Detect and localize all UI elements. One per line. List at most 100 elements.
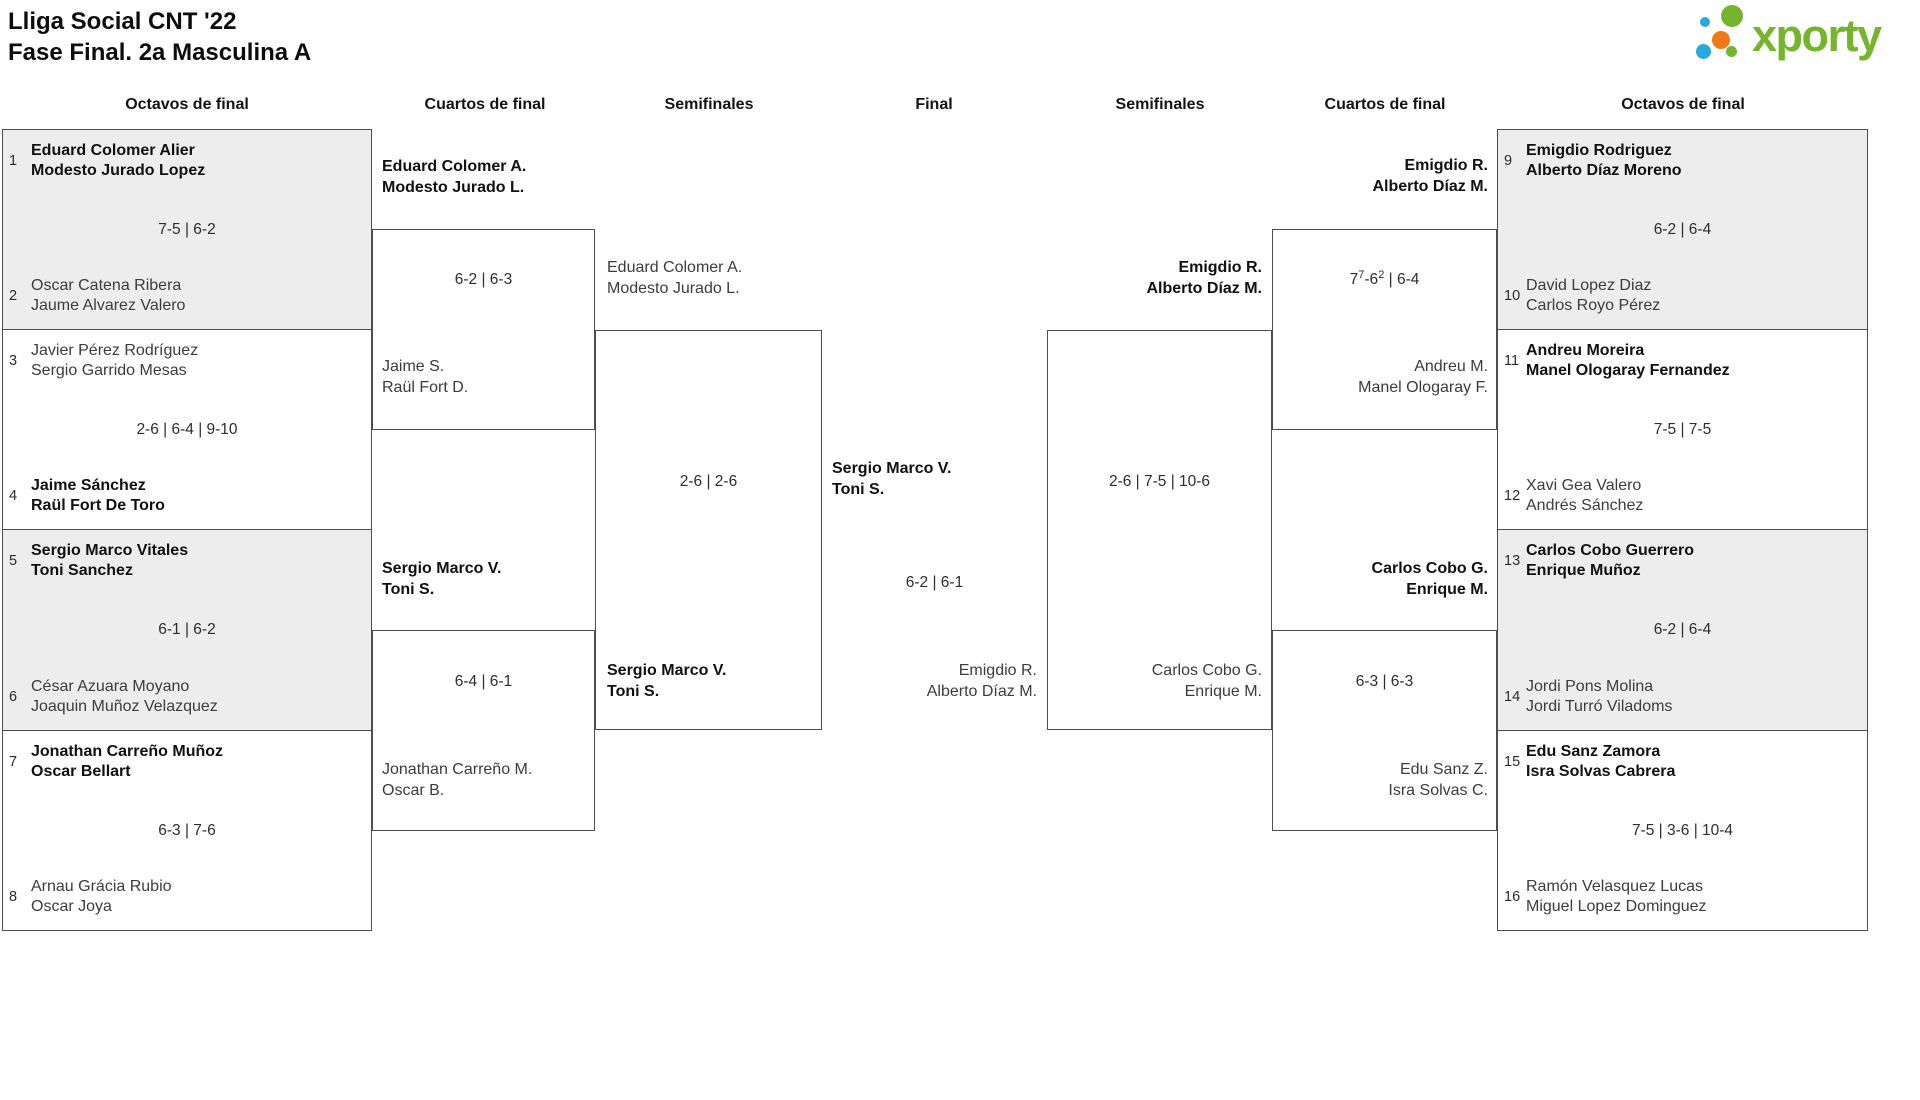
round-header-octavos-left: Octavos de final [125, 96, 249, 113]
seed-number: 10 [1504, 288, 1521, 304]
semifinal-left-box [595, 330, 822, 730]
seed-number: 8 [9, 889, 18, 905]
match-score: 7-5 | 7-5 [1653, 420, 1712, 438]
team-name-line2: Toni Sanchez [31, 562, 133, 579]
team-name-line1: Sergio Marco V. [607, 662, 727, 679]
team-name-line2: Oscar Joya [31, 898, 112, 915]
team-name-line2: Enrique M. [1184, 683, 1262, 700]
team-name-line2: Toni S. [607, 683, 660, 700]
team-name-line1: Jaime S. [382, 358, 445, 375]
team-name-line1: César Azuara Moyano [31, 678, 190, 695]
round-header-semis-left: Semifinales [664, 96, 754, 113]
seed-number: 12 [1504, 488, 1521, 504]
team-name-line2: Manel Ologaray F. [1358, 379, 1488, 396]
page-title: Lliga Social CNT '22 Fase Final. 2a Masc… [8, 6, 311, 68]
seed-number: 5 [9, 553, 18, 569]
seed-number: 13 [1504, 553, 1521, 569]
cuartos-left-2-score: 6-4 | 6-1 [454, 673, 513, 690]
logo-dot-icon [1700, 17, 1710, 27]
team-name-line1: Jaime Sánchez [31, 477, 146, 494]
team-name-line1: Jonathan Carreño M. [382, 761, 533, 778]
team-name-line1: Andreu Moreira [1526, 342, 1645, 359]
seed-number: 7 [9, 754, 18, 770]
semifinal-left-winner: Sergio Marco V. Toni S. [607, 660, 726, 702]
match-score: 6-1 | 6-2 [158, 621, 216, 638]
team-name-line2: Oscar B. [382, 782, 445, 799]
team-name-line2: Toni S. [382, 581, 435, 598]
team-name-line1: Sergio Marco Vitales [31, 542, 189, 559]
cuartos-right-1-box [1272, 229, 1497, 430]
seed-number: 14 [1504, 689, 1521, 705]
team-name-line1: David Lopez Diaz [1526, 277, 1652, 294]
team-name-line2: Alberto Díaz M. [1372, 178, 1488, 195]
team-name-line1: Arnau Grácia Rubio [31, 878, 172, 895]
team-name-line2: Andrés Sánchez [1526, 497, 1644, 514]
seed-number: 1 [9, 153, 18, 169]
cuartos-right-2-team2: Edu Sanz Z. Isra Solvas C. [1388, 759, 1488, 801]
team-name-line2: Raül Fort D. [382, 379, 469, 396]
round-header-cuartos-right: Cuartos de final [1324, 96, 1446, 113]
cuartos-right-1-score: 77-62 | 6-4 [1349, 268, 1420, 288]
final-runner-up: Emigdio R.Alberto Díaz M. [927, 660, 1037, 702]
team-name-line1: Carlos Cobo G. [1371, 560, 1488, 577]
xporty-logo[interactable]: xporty [1694, 4, 1920, 70]
match-score: 6-2 | 6-4 [1653, 621, 1712, 638]
logo-wordmark: xporty [1752, 10, 1882, 61]
seed-number: 6 [9, 689, 18, 705]
cuartos-right-1-team2: Andreu M.Manel Ologaray F. [1358, 356, 1488, 398]
team-name-line2: Carlos Royo Pérez [1526, 297, 1661, 314]
team-name-line1: Sergio Marco V. [382, 560, 502, 577]
team-name-line1: Edu Sanz Z. [1399, 761, 1488, 778]
team-name-line2: Modesto Jurado L. [607, 280, 740, 297]
team-name-line2: Alberto Díaz Moreno [1526, 162, 1682, 179]
round-header-final: Final [915, 96, 953, 113]
semifinal-right-score: 2-6 | 7-5 | 10-6 [1108, 473, 1211, 490]
team-name-line2: Sergio Garrido Mesas [31, 362, 187, 379]
semifinal-right-winner: Emigdio R.Alberto Díaz M. [1146, 257, 1262, 299]
team-name-line2: Isra Solvas C. [1388, 782, 1488, 799]
team-name-line2: Miguel Lopez Dominguez [1526, 898, 1707, 915]
match-score: 6-2 | 6-4 [1653, 220, 1712, 238]
phase-name: Fase Final. 2a Masculina A [8, 39, 312, 66]
team-name-line2: Modesto Jurado L. [382, 179, 525, 196]
semifinal-right-team2: Carlos Cobo G.Enrique M. [1152, 660, 1262, 702]
cuartos-left-2-box [372, 630, 595, 831]
team-name-line2: Manel Ologaray Fernandez [1526, 362, 1730, 379]
team-name-line1: Carlos Cobo Guerrero [1526, 542, 1695, 559]
cuartos-left-1-team2: Jaime S. Raül Fort D. [382, 356, 468, 398]
round-header-cuartos-left: Cuartos de final [424, 96, 546, 113]
seed-number: 3 [9, 353, 18, 369]
logo-dot-icon [1721, 5, 1743, 27]
team-name-line2: Oscar Bellart [31, 763, 131, 780]
team-name-line1: Ramón Velasquez Lucas [1526, 878, 1703, 895]
team-name-line1: Jonathan Carreño Muñoz [31, 743, 224, 760]
match-score: 2-6 | 6-4 | 9-10 [136, 420, 238, 438]
team-name-line2: Enrique Muñoz [1526, 562, 1641, 579]
team-name-line1: Emigdio R. [958, 662, 1037, 679]
team-name-line2: Jordi Turró Viladoms [1526, 698, 1673, 715]
tiebreak-superscript: 7 [1358, 268, 1365, 281]
seed-number: 9 [1504, 153, 1513, 169]
team-name-line2: Raül Fort De Toro [31, 497, 165, 514]
semifinal-right-box [1047, 330, 1272, 730]
cuartos-left-1-score: 6-2 | 6-3 [454, 271, 513, 288]
cuartos-right-2-box [1272, 630, 1497, 831]
semifinal-left-team1: Eduard Colomer A.Modesto Jurado L. [607, 257, 742, 299]
seed-number: 11 [1504, 353, 1520, 369]
